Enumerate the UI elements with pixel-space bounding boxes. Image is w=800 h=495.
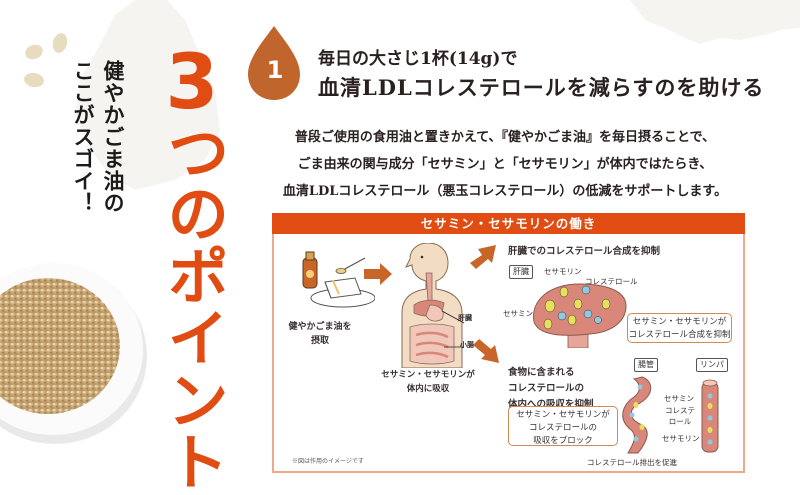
gut-sesamin-label: セサミン (664, 394, 694, 403)
intake-label-line2: 摂取 (310, 336, 329, 346)
description-line3: 血清LDLコレステロール（悪玉コレステロール）の低減をサポートします。 (282, 184, 728, 199)
gut-section-line3: 体内への吸収を抑制 (508, 399, 594, 410)
catchphrase: 健やかごま油の ここがスゴイ！ (68, 60, 128, 214)
diagram-title: セサミン・セサモリンの働き (272, 213, 745, 234)
point-number: 1 (266, 56, 284, 84)
big-title-text: つのポイント (156, 120, 229, 492)
liver-callout-line1: セサミン・セサモリンが (632, 317, 727, 327)
excretion-label: コレステロール排出を促進 (587, 458, 677, 467)
intake-label: 健やかごま油を 摂取 (280, 320, 360, 348)
absorb-label-line1: セサミン・セサモリンが (381, 370, 475, 380)
lymph-tag: リンパ (696, 358, 728, 372)
headline-line2: 血清LDLコレステロールを減らすのを助ける (318, 75, 765, 100)
human-body-digestive-illustration (401, 243, 465, 368)
gut-section-title: 食物に含まれる コレステロールの 体内への吸収を抑制 (508, 365, 594, 413)
gut-callout-line1: セサミン・セサモリンが (516, 410, 610, 420)
liver-cholesterol-label: コレステロール (585, 277, 638, 286)
lymph-vessel-illustration (701, 379, 719, 453)
gut-callout-line2: コレステロールの (528, 423, 597, 433)
catchphrase-line1: 健やかごま油の (101, 60, 125, 214)
catchphrase-line2: ここがスゴイ！ (71, 60, 95, 214)
big-title-number: 3 (165, 37, 219, 126)
cholesterol-molecules (557, 285, 602, 324)
gut-tag: 腸管 (634, 358, 658, 372)
sesame-bowl-image (0, 263, 147, 444)
gut-sesamolin-label: セサモリン (662, 434, 700, 443)
background-cloud-right (630, 0, 800, 44)
gut-callout-line3: 吸収をブロック (533, 436, 593, 446)
liver-illustration (533, 283, 627, 348)
gut-cholesterol-line2: ロール (668, 417, 692, 426)
gut-callout: セサミン・セサモリンが コレステロールの 吸収をブロック (508, 406, 618, 446)
diagram-note: ※図は作用のイメージです (292, 458, 364, 465)
absorb-label: セサミン・セサモリンが 体内に吸収 (368, 368, 488, 396)
intake-label-line1: 健やかごま油を (288, 322, 352, 332)
point-headline: 毎日の大さじ1杯(14g)で 血清LDLコレステロールを減らすのを助ける (318, 47, 764, 105)
gut-section-line1: 食物に含まれる (508, 367, 575, 378)
seed-drops-decoration (24, 33, 68, 88)
liver-callout: セサミン・セサモリンが コレステロール合成を抑制 (627, 313, 732, 343)
absorb-label-line2: 体内に吸収 (406, 384, 450, 394)
point-badge-drop-icon (248, 26, 300, 100)
liver-sesamin-label: セサミン (503, 309, 533, 318)
body-intestine-label: 小腸 (460, 340, 474, 349)
liver-tag: 肝臓 (509, 265, 533, 279)
big-title-three-points: 3 つのポイント (152, 44, 232, 495)
intestine-tube-illustration (622, 376, 652, 454)
liver-callout-line2: コレステロール合成を抑制 (628, 330, 731, 340)
oil-and-tofu-illustration (302, 251, 375, 308)
liver-section-title: 肝臓でのコレステロール合成を抑制 (508, 246, 661, 257)
background-cloud-left (75, 0, 220, 190)
arrow-right-icon (364, 263, 392, 285)
gut-cholesterol-label: コレステ ロール (660, 405, 700, 427)
description-line2: ごま由来の関与成分「セサミン」と「セサモリン」が体内ではたらき、 (297, 157, 713, 172)
gut-section-line2: コレステロールの (508, 383, 585, 394)
headline-line1: 毎日の大さじ1杯(14g)で (318, 49, 518, 69)
body-liver-label: 肝臓 (458, 313, 472, 322)
arrow-up-right-icon (470, 245, 496, 269)
liver-sesamolin-label: セサモリン (544, 267, 582, 276)
arrow-down-right-icon (473, 339, 499, 363)
description-line1: 普段ご使用の食用油と置きかえて、『健やかごま油』を毎日摂ることで、 (294, 130, 716, 145)
point-description: 普段ご使用の食用油と置きかえて、『健やかごま油』を毎日摂ることで、 ごま由来の関… (270, 124, 740, 205)
gut-cholesterol-line1: コレステ (665, 406, 695, 415)
sesamin-molecules (543, 286, 611, 330)
